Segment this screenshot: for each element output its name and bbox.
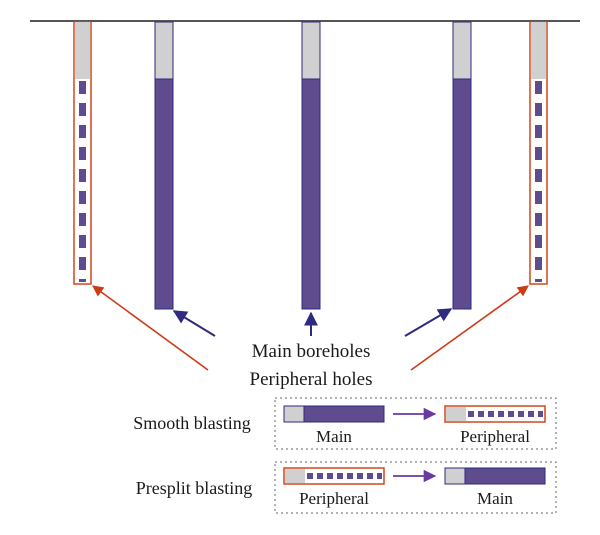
arrow-to-peripheral-right xyxy=(410,285,529,371)
stemming xyxy=(444,467,466,485)
stemming xyxy=(285,469,305,483)
presplit-first-label: Peripheral xyxy=(299,489,369,508)
arrow-to-peripheral-left xyxy=(92,285,209,371)
stemming xyxy=(283,405,305,423)
stemming xyxy=(452,21,472,80)
main-hole-3 xyxy=(452,21,472,310)
presplit-step-main xyxy=(444,467,546,485)
stemming xyxy=(74,22,91,79)
presplit-blasting-box xyxy=(274,461,557,514)
main-hole-1 xyxy=(154,21,174,310)
presplit-step-peripheral xyxy=(283,467,385,485)
smooth-second-label: Peripheral xyxy=(460,427,530,446)
peripheral-holes-label: Peripheral holes xyxy=(250,369,373,390)
charge xyxy=(464,467,546,485)
smooth-step-peripheral xyxy=(444,405,546,423)
main-boreholes-label: Main boreholes xyxy=(252,341,371,362)
hole-outline xyxy=(283,467,385,485)
hole-outline xyxy=(444,405,546,423)
arrow-to-main-left xyxy=(172,310,216,337)
charge xyxy=(154,78,174,310)
presplit-blasting-label: Presplit blasting xyxy=(136,478,253,498)
smooth-blasting-label: Smooth blasting xyxy=(133,413,251,433)
smooth-step-main xyxy=(283,405,385,423)
stemming xyxy=(530,22,547,79)
charge xyxy=(301,78,321,310)
stemming xyxy=(154,21,174,80)
smooth-blasting-box xyxy=(274,397,557,450)
presplit-second-label: Main xyxy=(477,489,513,508)
peripheral-hole-right xyxy=(529,21,548,285)
main-hole-2 xyxy=(301,21,321,310)
charge xyxy=(303,405,385,423)
arrow-to-main-right xyxy=(404,308,453,337)
peripheral-hole-left xyxy=(73,21,92,285)
stemming xyxy=(301,21,321,80)
stemming xyxy=(446,407,466,421)
smooth-first-label: Main xyxy=(316,427,352,446)
charge xyxy=(452,78,472,310)
